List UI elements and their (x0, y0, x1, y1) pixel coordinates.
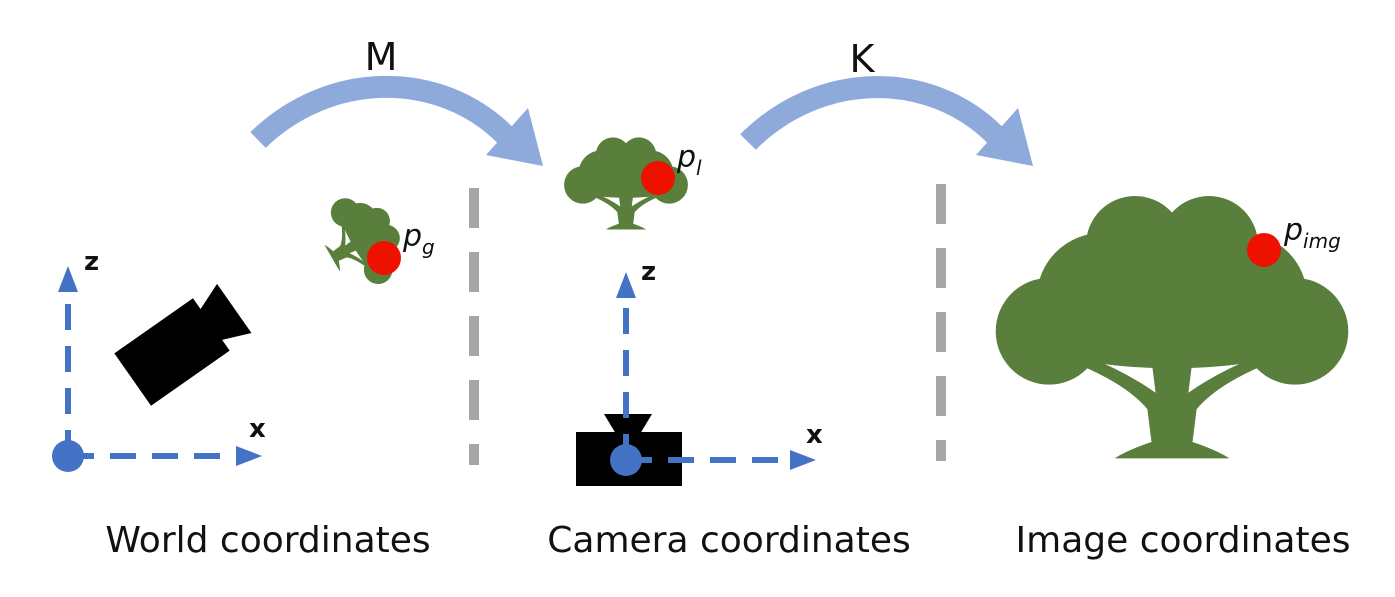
camera-point-label: pl (676, 140, 702, 180)
camera-axes (610, 272, 816, 476)
camera-x-axis-label: x (806, 420, 823, 450)
world-coordinates-title: World coordinates (105, 520, 430, 561)
m-transform-arrow (250, 75, 543, 166)
image-coordinates-title: Image coordinates (1016, 520, 1351, 561)
world-z-axis-label: z (84, 247, 99, 277)
world-point-marker (367, 241, 401, 275)
world-tree-icon (308, 182, 417, 300)
k-transform-arrow (740, 76, 1033, 166)
image-point-marker (1247, 233, 1281, 267)
k-label: K (850, 37, 876, 81)
image-point-label: pimg (1283, 213, 1341, 253)
camera-origin (610, 444, 642, 476)
m-label: M (365, 35, 398, 79)
world-axes (52, 266, 262, 472)
world-point-label: pg (402, 219, 435, 259)
world-origin (52, 440, 84, 472)
camera-z-axis-label: z (641, 257, 656, 287)
camera-coordinates-title: Camera coordinates (547, 520, 910, 561)
world-x-axis-label: x (249, 414, 266, 444)
camera-point-marker (641, 161, 675, 195)
world-camera-icon (114, 283, 252, 406)
